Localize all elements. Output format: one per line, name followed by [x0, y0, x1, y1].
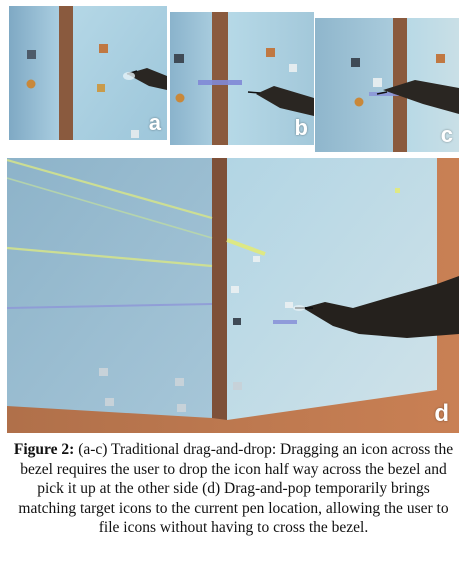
desktop-icon	[436, 54, 445, 63]
desktop-icon	[131, 130, 139, 138]
figure-caption: Figure 2: (a-c) Traditional drag-and-dro…	[8, 440, 459, 538]
panel-d-scene	[7, 158, 459, 433]
panel-b-scene	[170, 12, 314, 145]
desktop-icon	[253, 256, 260, 262]
desktop-icon	[175, 93, 185, 103]
desktop-icon	[285, 302, 293, 308]
desktop-icon	[175, 378, 184, 386]
desktop-icon	[289, 64, 297, 72]
panel-label-c: c	[440, 122, 453, 147]
desktop-icon	[354, 97, 364, 107]
desktop-icon	[97, 84, 105, 92]
desktop-icon	[233, 318, 241, 325]
desktop-icon	[174, 54, 184, 63]
panel-d-photo: d	[7, 158, 459, 433]
desktop-icon	[351, 58, 360, 67]
desktop-icon	[177, 404, 186, 412]
hand	[127, 68, 167, 90]
panel-a-scene	[9, 6, 167, 140]
figure-label: Figure 2:	[13, 441, 75, 458]
desktop-icon	[231, 286, 239, 293]
hand	[256, 86, 314, 116]
desktop-icon	[266, 48, 275, 57]
panel-label-d: d	[434, 400, 449, 427]
desktop-icon	[99, 368, 108, 376]
desktop-icon	[26, 79, 36, 89]
panel-c-scene	[315, 18, 459, 152]
desktop-icon	[233, 382, 242, 390]
desktop-icon	[99, 44, 108, 53]
panel-b-photo: b	[170, 12, 314, 145]
figure-caption-text: (a-c) Traditional drag-and-drop: Draggin…	[18, 441, 454, 536]
panel-a-photo: a	[9, 6, 167, 140]
hand	[383, 80, 459, 114]
desktop-icon	[373, 78, 382, 87]
panel-c-photo: c	[315, 18, 459, 152]
desktop-icon	[27, 50, 36, 59]
desktop-icon	[105, 398, 114, 406]
panel-label-b: b	[294, 115, 308, 140]
hand	[303, 276, 459, 338]
panel-label-a: a	[148, 110, 161, 135]
